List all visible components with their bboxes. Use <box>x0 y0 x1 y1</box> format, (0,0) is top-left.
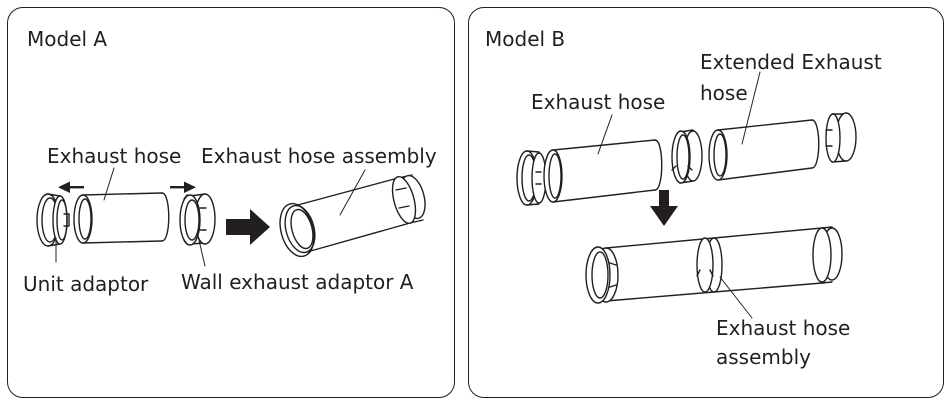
arrow-big-right-icon <box>226 209 270 245</box>
unit-adaptor-part-b <box>517 151 546 205</box>
exhaust-hose-part-b <box>544 140 662 202</box>
label-exhaust-hose-b: Exhaust hose <box>531 90 666 114</box>
exhaust-hose-part-a <box>74 193 169 243</box>
arrow-right-icon <box>170 181 196 193</box>
arrow-big-down-icon <box>650 190 678 226</box>
label-exhaust-hose-assembly-b-line1: Exhaust hose <box>716 316 851 340</box>
label-exhaust-hose-assembly-b-line2: assembly <box>716 345 811 369</box>
label-exhaust-hose-assembly-a: Exhaust hose assembly <box>201 144 437 168</box>
exhaust-hose-assembly-part-b <box>586 227 842 303</box>
label-unit-adaptor: Unit adaptor <box>23 272 149 296</box>
unit-adaptor-part <box>37 194 69 246</box>
wall-exhaust-adaptor-part <box>180 194 215 245</box>
panel-model-b <box>468 7 944 398</box>
wall-adaptor-part-b <box>826 113 856 162</box>
label-extended-exhaust-hose-line1: Extended Exhaust <box>700 50 882 74</box>
leader-lines-a <box>56 168 365 266</box>
extended-exhaust-hose-part <box>709 120 819 180</box>
label-extended-exhaust-hose-line2: hose <box>700 81 748 105</box>
panel-b-title: Model B <box>485 27 566 51</box>
exhaust-hose-assembly-part-a <box>275 173 430 260</box>
panel-a-title: Model A <box>27 27 108 51</box>
leader-lines-b <box>598 72 760 318</box>
joint-adaptor-part-b <box>672 130 702 183</box>
label-wall-exhaust-adaptor: Wall exhaust adaptor A <box>181 270 414 294</box>
label-exhaust-hose-a: Exhaust hose <box>47 144 182 168</box>
arrow-left-icon <box>58 181 84 193</box>
